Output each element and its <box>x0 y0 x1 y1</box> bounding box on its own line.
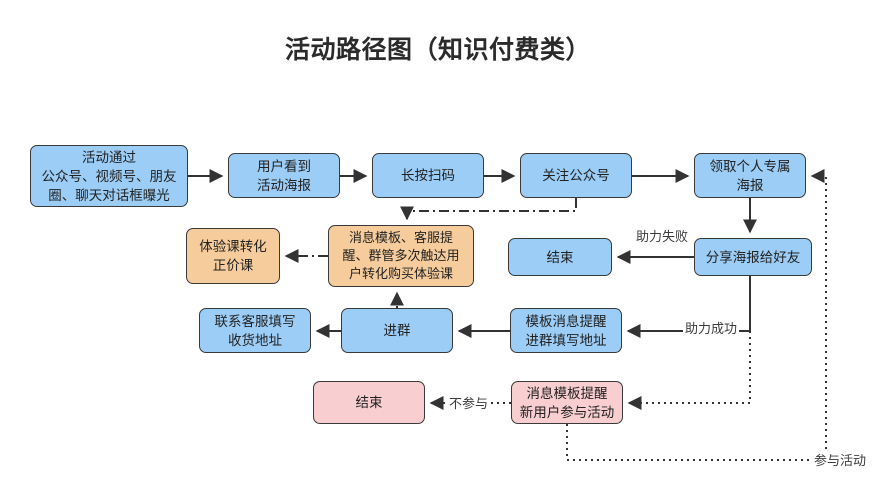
node-contact-support-address[interactable]: 联系客服填写 收货地址 <box>199 308 311 353</box>
node-user-sees-poster[interactable]: 用户看到 活动海报 <box>228 153 340 198</box>
edge-label-join-activity: 参与活动 <box>812 450 869 469</box>
node-end-not-participating[interactable]: 结束 <box>313 381 425 424</box>
edge-label-not-join: 不参与 <box>447 393 491 412</box>
node-activity-exposure[interactable]: 活动通过 公众号、视频号、朋友 圈、聊天对话框曝光 <box>30 145 188 207</box>
node-message-template-conversion[interactable]: 消息模板、客服提 醒、群管多次触达用 户转化购买体验课 <box>328 225 474 287</box>
edge-label-assist-failed: 助力失败 <box>634 226 691 245</box>
page-title: 活动路径图（知识付费类） <box>284 36 591 64</box>
node-trial-to-full-course[interactable]: 体验课转化 正价课 <box>186 228 280 284</box>
node-long-press-scan[interactable]: 长按扫码 <box>372 153 484 198</box>
node-join-group[interactable]: 进群 <box>341 308 453 353</box>
node-share-poster-to-friends[interactable]: 分享海报给好友 <box>694 238 812 276</box>
node-follow-official-account[interactable]: 关注公众号 <box>520 153 632 198</box>
node-remind-new-user-join[interactable]: 消息模板提醒 新用户参与活动 <box>511 381 623 424</box>
edge-n4-n6 <box>400 198 577 221</box>
edge-label-assist-success: 助力成功 <box>683 318 740 337</box>
node-claim-personal-poster[interactable]: 领取个人专属 海报 <box>694 153 806 198</box>
node-end-assist-failed[interactable]: 结束 <box>508 238 612 276</box>
edge-n9-n14 <box>627 331 751 410</box>
node-template-msg-join-group[interactable]: 模板消息提醒 进群填写地址 <box>510 308 622 353</box>
